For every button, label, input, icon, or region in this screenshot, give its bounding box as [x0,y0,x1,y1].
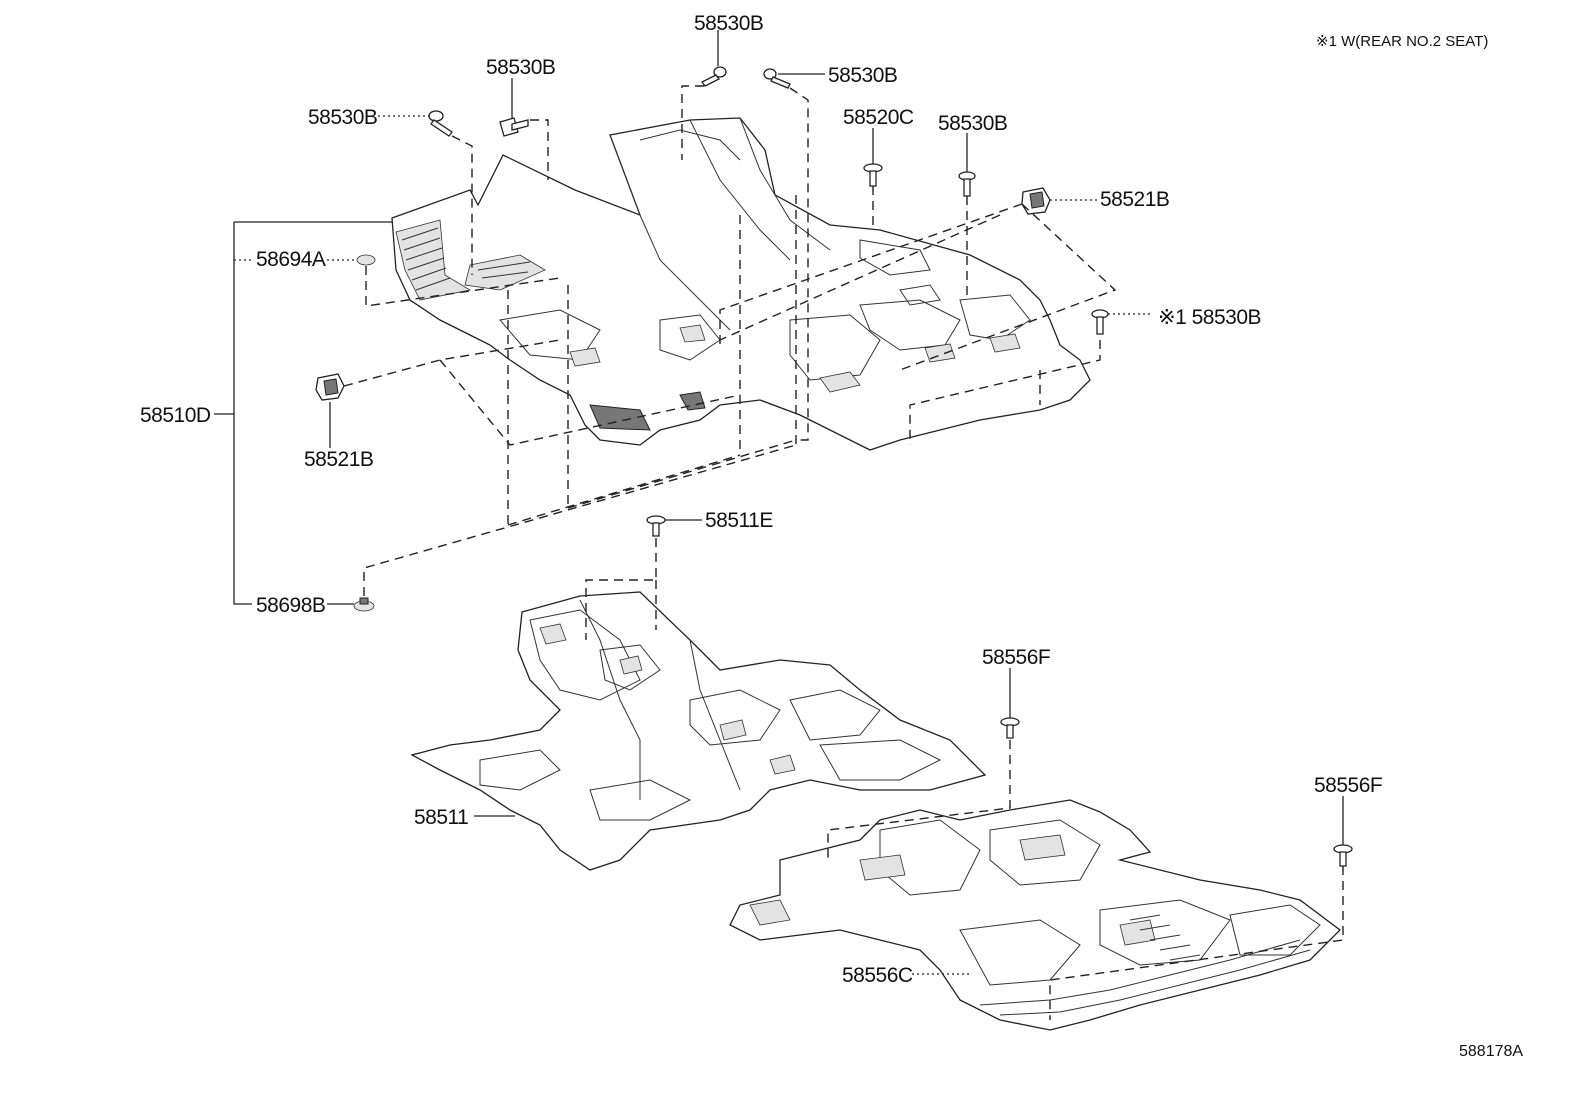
clip-58556f-lower [1333,844,1353,867]
label-58530b-right-top: 58530B [828,64,897,87]
label-58530b-top: 58530B [694,12,763,35]
label-58530b-far-right: ※1 58530B [1158,306,1261,329]
label-58530b-left: 58530B [308,106,377,129]
part-labels: 58530B 58530B 58530B 58530B 58520C 58530… [140,12,1523,1060]
silencer-pad-58556c [729,799,1341,1031]
clip-58521b-right [1021,187,1051,215]
label-58510d: 58510D [140,404,211,427]
clip-58530b-upper-left [499,117,529,137]
label-58511e: 58511E [705,509,773,532]
label-58530b-right: 58530B [938,112,1007,135]
label-58556f-upper: 58556F [982,646,1050,669]
label-58698b: 58698B [256,594,325,617]
label-58530b-upper-left: 58530B [486,56,555,79]
label-58556c: 58556C [842,964,913,987]
screw-58530b-right [958,171,976,197]
label-58520c: 58520C [843,106,914,129]
label-58521b-right: 58521B [1100,188,1169,211]
bolt-58530b-top [701,66,727,87]
label-58511: 58511 [414,806,468,829]
silencer-pad-58511 [410,591,987,871]
fastener-58698b [353,597,375,612]
label-58694a: 58694A [256,248,326,271]
clip-58556f-upper [1000,717,1020,739]
footnote: ※1 W(REAR NO.2 SEAT) [1316,33,1488,50]
carpet-assembly-58510d [391,117,1091,451]
clip-58520c [863,163,883,187]
bolt-58530b-right-top [763,68,791,89]
rivet-58530b-far-right [1091,309,1109,335]
washer-58694a [356,254,376,266]
clip-58521b-left [315,373,345,401]
leader-lines [214,30,1344,975]
label-58556f-lower: 58556F [1314,774,1382,797]
label-58521b-left: 58521B [304,448,373,471]
clip-58511e [646,515,666,537]
bolt-58530b-left [428,110,453,137]
alignment-lines [343,85,1344,1020]
diagram-code: 588178A [1459,1043,1523,1060]
